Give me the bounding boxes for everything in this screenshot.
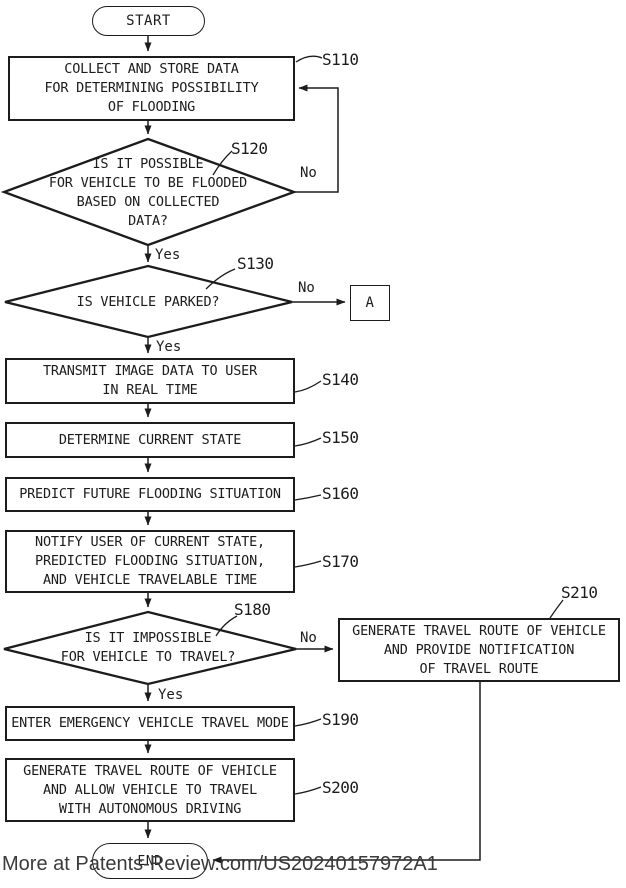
- offpage-connector-a-label: A: [365, 295, 375, 311]
- process-box-s110: COLLECT AND STORE DATA FOR DETERMINING P…: [8, 56, 295, 121]
- end-terminal: END: [92, 843, 208, 879]
- step-label-s110: S110: [322, 50, 359, 69]
- decision-text-s130: IS VEHICLE PARKED?: [76, 294, 220, 310]
- process-box-s190: ENTER EMERGENCY VEHICLE TRAVEL MODE: [5, 706, 295, 741]
- watermark-text: More at Patents-Review.com/US20240157972…: [2, 853, 438, 875]
- step-label-s140: S140: [322, 370, 359, 389]
- branch-yes-s130: Yes: [156, 339, 182, 355]
- end-label: END: [137, 853, 163, 869]
- step-label-s160: S160: [322, 484, 359, 503]
- process-box-s140: TRANSMIT IMAGE DATA TO USER IN REAL TIME: [5, 358, 295, 404]
- process-text-s200: GENERATE TRAVEL ROUTE OF VEHICLE AND ALL…: [23, 762, 277, 817]
- start-terminal: START: [92, 6, 205, 36]
- branch-yes-s120: Yes: [155, 247, 181, 263]
- process-box-s200: GENERATE TRAVEL ROUTE OF VEHICLE AND ALL…: [5, 758, 295, 822]
- process-text-s210: GENERATE TRAVEL ROUTE OF VEHICLE AND PRO…: [352, 622, 606, 677]
- step-label-s190: S190: [322, 710, 359, 729]
- process-text-s160: PREDICT FUTURE FLOODING SITUATION: [19, 486, 281, 502]
- branch-no-s180: No: [300, 630, 317, 646]
- step-label-s170: S170: [322, 552, 359, 571]
- step-label-s120: S120: [231, 139, 268, 158]
- decision-text-s180: IS IT IMPOSSIBLE FOR VEHICLE TO TRAVEL?: [60, 630, 236, 665]
- step-label-s210: S210: [561, 583, 598, 602]
- process-box-s160: PREDICT FUTURE FLOODING SITUATION: [5, 477, 295, 512]
- process-text-s190: ENTER EMERGENCY VEHICLE TRAVEL MODE: [11, 715, 289, 731]
- step-label-s180: S180: [234, 600, 271, 619]
- branch-yes-s180: Yes: [158, 687, 184, 703]
- step-label-s200: S200: [322, 778, 359, 797]
- process-box-s210: GENERATE TRAVEL ROUTE OF VEHICLE AND PRO…: [338, 618, 620, 682]
- branch-no-s130: No: [298, 280, 315, 296]
- start-label: START: [126, 13, 171, 29]
- process-box-s170: NOTIFY USER OF CURRENT STATE, PREDICTED …: [5, 530, 295, 593]
- process-text-s140: TRANSMIT IMAGE DATA TO USER IN REAL TIME: [42, 363, 258, 398]
- branch-no-s120: No: [300, 165, 317, 181]
- step-label-s150: S150: [322, 428, 359, 447]
- decision-text-s120: IS IT POSSIBLE FOR VEHICLE TO BE FLOODED…: [48, 156, 248, 229]
- offpage-connector-a: A: [350, 285, 390, 321]
- process-text-s170: NOTIFY USER OF CURRENT STATE, PREDICTED …: [35, 534, 265, 588]
- process-text-s150: DETERMINE CURRENT STATE: [58, 431, 242, 448]
- step-label-s130: S130: [237, 254, 274, 273]
- process-text-s110: COLLECT AND STORE DATA FOR DETERMINING P…: [44, 61, 259, 115]
- process-box-s150: DETERMINE CURRENT STATE: [5, 422, 295, 458]
